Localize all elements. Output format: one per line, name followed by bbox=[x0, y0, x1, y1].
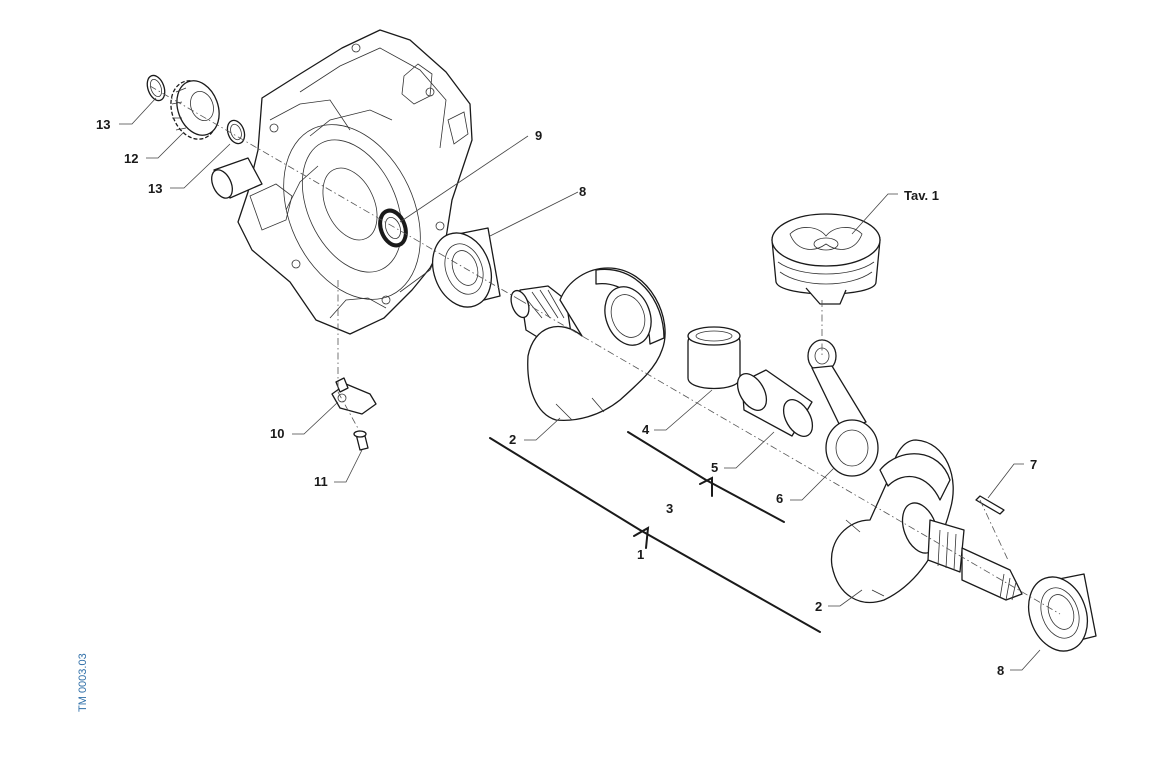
callout-5: 5 bbox=[711, 460, 718, 475]
brace-assembly-1 bbox=[489, 437, 821, 633]
woodruff-key bbox=[975, 495, 1005, 515]
main-bearing-left bbox=[432, 227, 501, 308]
callout-2-left: 2 bbox=[509, 432, 516, 447]
crankshaft-half-left bbox=[510, 267, 666, 422]
callout-8-upper: 8 bbox=[579, 184, 586, 199]
crankcase-half bbox=[211, 29, 473, 335]
primary-gear bbox=[170, 80, 220, 140]
callout-tav-1: Tav. 1 bbox=[904, 188, 939, 203]
piston bbox=[771, 213, 881, 305]
callout-13-upper: 13 bbox=[96, 117, 110, 132]
callouts: 13 12 13 9 8 Tav. 1 10 11 2 4 5 3 6 1 7 … bbox=[96, 117, 1037, 678]
figure-code: TM 0003.03 bbox=[77, 653, 89, 712]
callout-12: 12 bbox=[124, 151, 138, 166]
connecting-rod bbox=[807, 339, 879, 477]
circlip-lower bbox=[226, 119, 246, 145]
callout-1: 1 bbox=[637, 547, 644, 562]
brace-assembly-3 bbox=[627, 431, 785, 523]
callout-4: 4 bbox=[642, 422, 650, 437]
callout-13-lower: 13 bbox=[148, 181, 162, 196]
callout-10: 10 bbox=[270, 426, 284, 441]
leader-lines bbox=[119, 97, 1041, 671]
callout-3: 3 bbox=[666, 501, 673, 516]
circlip-upper bbox=[146, 74, 166, 102]
callout-9: 9 bbox=[535, 128, 542, 143]
oil-seal bbox=[378, 208, 408, 248]
big-end-bushing bbox=[687, 326, 741, 390]
callout-7: 7 bbox=[1030, 457, 1037, 472]
crankpin bbox=[736, 369, 814, 437]
callout-6: 6 bbox=[776, 491, 783, 506]
main-bearing-right bbox=[1028, 573, 1097, 652]
lever-bracket bbox=[331, 377, 377, 415]
crankshaft-half-right bbox=[830, 439, 1023, 604]
callout-2-right: 2 bbox=[815, 599, 822, 614]
assembly-axes bbox=[149, 85, 1061, 615]
screw bbox=[353, 430, 369, 451]
callout-11: 11 bbox=[314, 474, 328, 489]
callout-8-lower: 8 bbox=[997, 663, 1004, 678]
